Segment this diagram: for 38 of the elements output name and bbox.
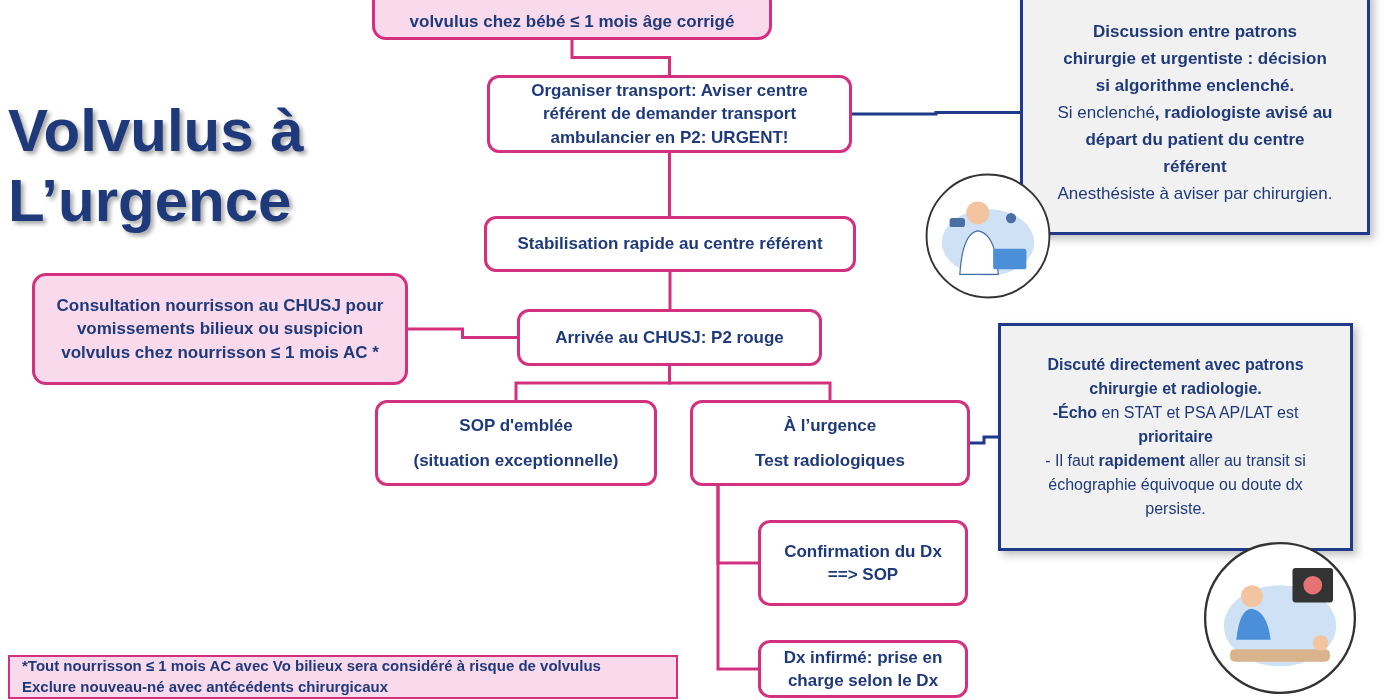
note-box bbox=[1020, 0, 1370, 235]
process-box bbox=[375, 400, 657, 486]
process-box bbox=[32, 273, 408, 385]
box-text: Anesthésiste à aviser par chirurgien. bbox=[1056, 183, 1334, 205]
title: Volvulus à L’urgence bbox=[8, 96, 305, 236]
box-text: Exclure nouveau-né avec antécédents chirurgicaux bbox=[22, 677, 388, 697]
connector-line bbox=[716, 486, 758, 671]
box-text: SOP d'emblée bbox=[458, 414, 574, 437]
box-text: volvulus chez bébé ≤ 1 mois âge corrigé bbox=[408, 10, 736, 33]
box-text: Organiser transport: Aviser centre référent de demander transport ambulancier en P2: URGENT! bbox=[530, 79, 809, 149]
process-box bbox=[372, 0, 772, 40]
process-box bbox=[690, 400, 970, 486]
process-box bbox=[758, 520, 968, 606]
footnote-box bbox=[8, 655, 678, 699]
box-text: Discuté directement avec patrons chirurgie et radiologie. bbox=[1046, 355, 1305, 399]
process-box bbox=[517, 309, 822, 366]
connector-line bbox=[668, 153, 671, 216]
box-text: Test radiologiques bbox=[754, 450, 906, 472]
box-text: - Il faut rapidement aller au transit si échographie équivoque ou doute dx persiste. bbox=[1044, 451, 1307, 519]
box-text: Si enclenché, radiologiste avisé au départ du patient du centre référent bbox=[1056, 102, 1334, 178]
connector-line bbox=[668, 272, 672, 309]
connector-line bbox=[570, 40, 671, 75]
process-box bbox=[758, 640, 968, 698]
box-text: *Tout nourrisson ≤ 1 mois AC avec Vo bilieux sera considéré à risque de volvulus bbox=[22, 656, 601, 677]
box-text: Dx infirmé: prise en charge selon le Dx bbox=[782, 646, 944, 692]
box-text: Confirmation du Dx ==> SOP bbox=[783, 540, 943, 586]
process-box bbox=[487, 75, 852, 153]
box-text: À l’urgence bbox=[782, 414, 878, 437]
connector-line bbox=[852, 111, 1020, 116]
box-text: Arrivée au CHUSJ: P2 rouge bbox=[554, 326, 785, 349]
box-text: Discussion entre patrons chirurgie et urgentiste : décision si algorithme enclenché. bbox=[1062, 21, 1328, 97]
connector-line bbox=[408, 327, 517, 339]
box-text: Consultation nourrisson au CHUSJ pour vomissements bilieux ou suspicion volvulus chez nourrisson ≤ 1 mois AC * bbox=[55, 294, 385, 364]
box-text: (situation exceptionnelle) bbox=[412, 450, 620, 472]
note-box bbox=[998, 323, 1353, 551]
connector-line bbox=[970, 435, 998, 445]
process-box bbox=[484, 216, 856, 272]
box-text: Stabilisation rapide au centre référent bbox=[516, 233, 824, 256]
